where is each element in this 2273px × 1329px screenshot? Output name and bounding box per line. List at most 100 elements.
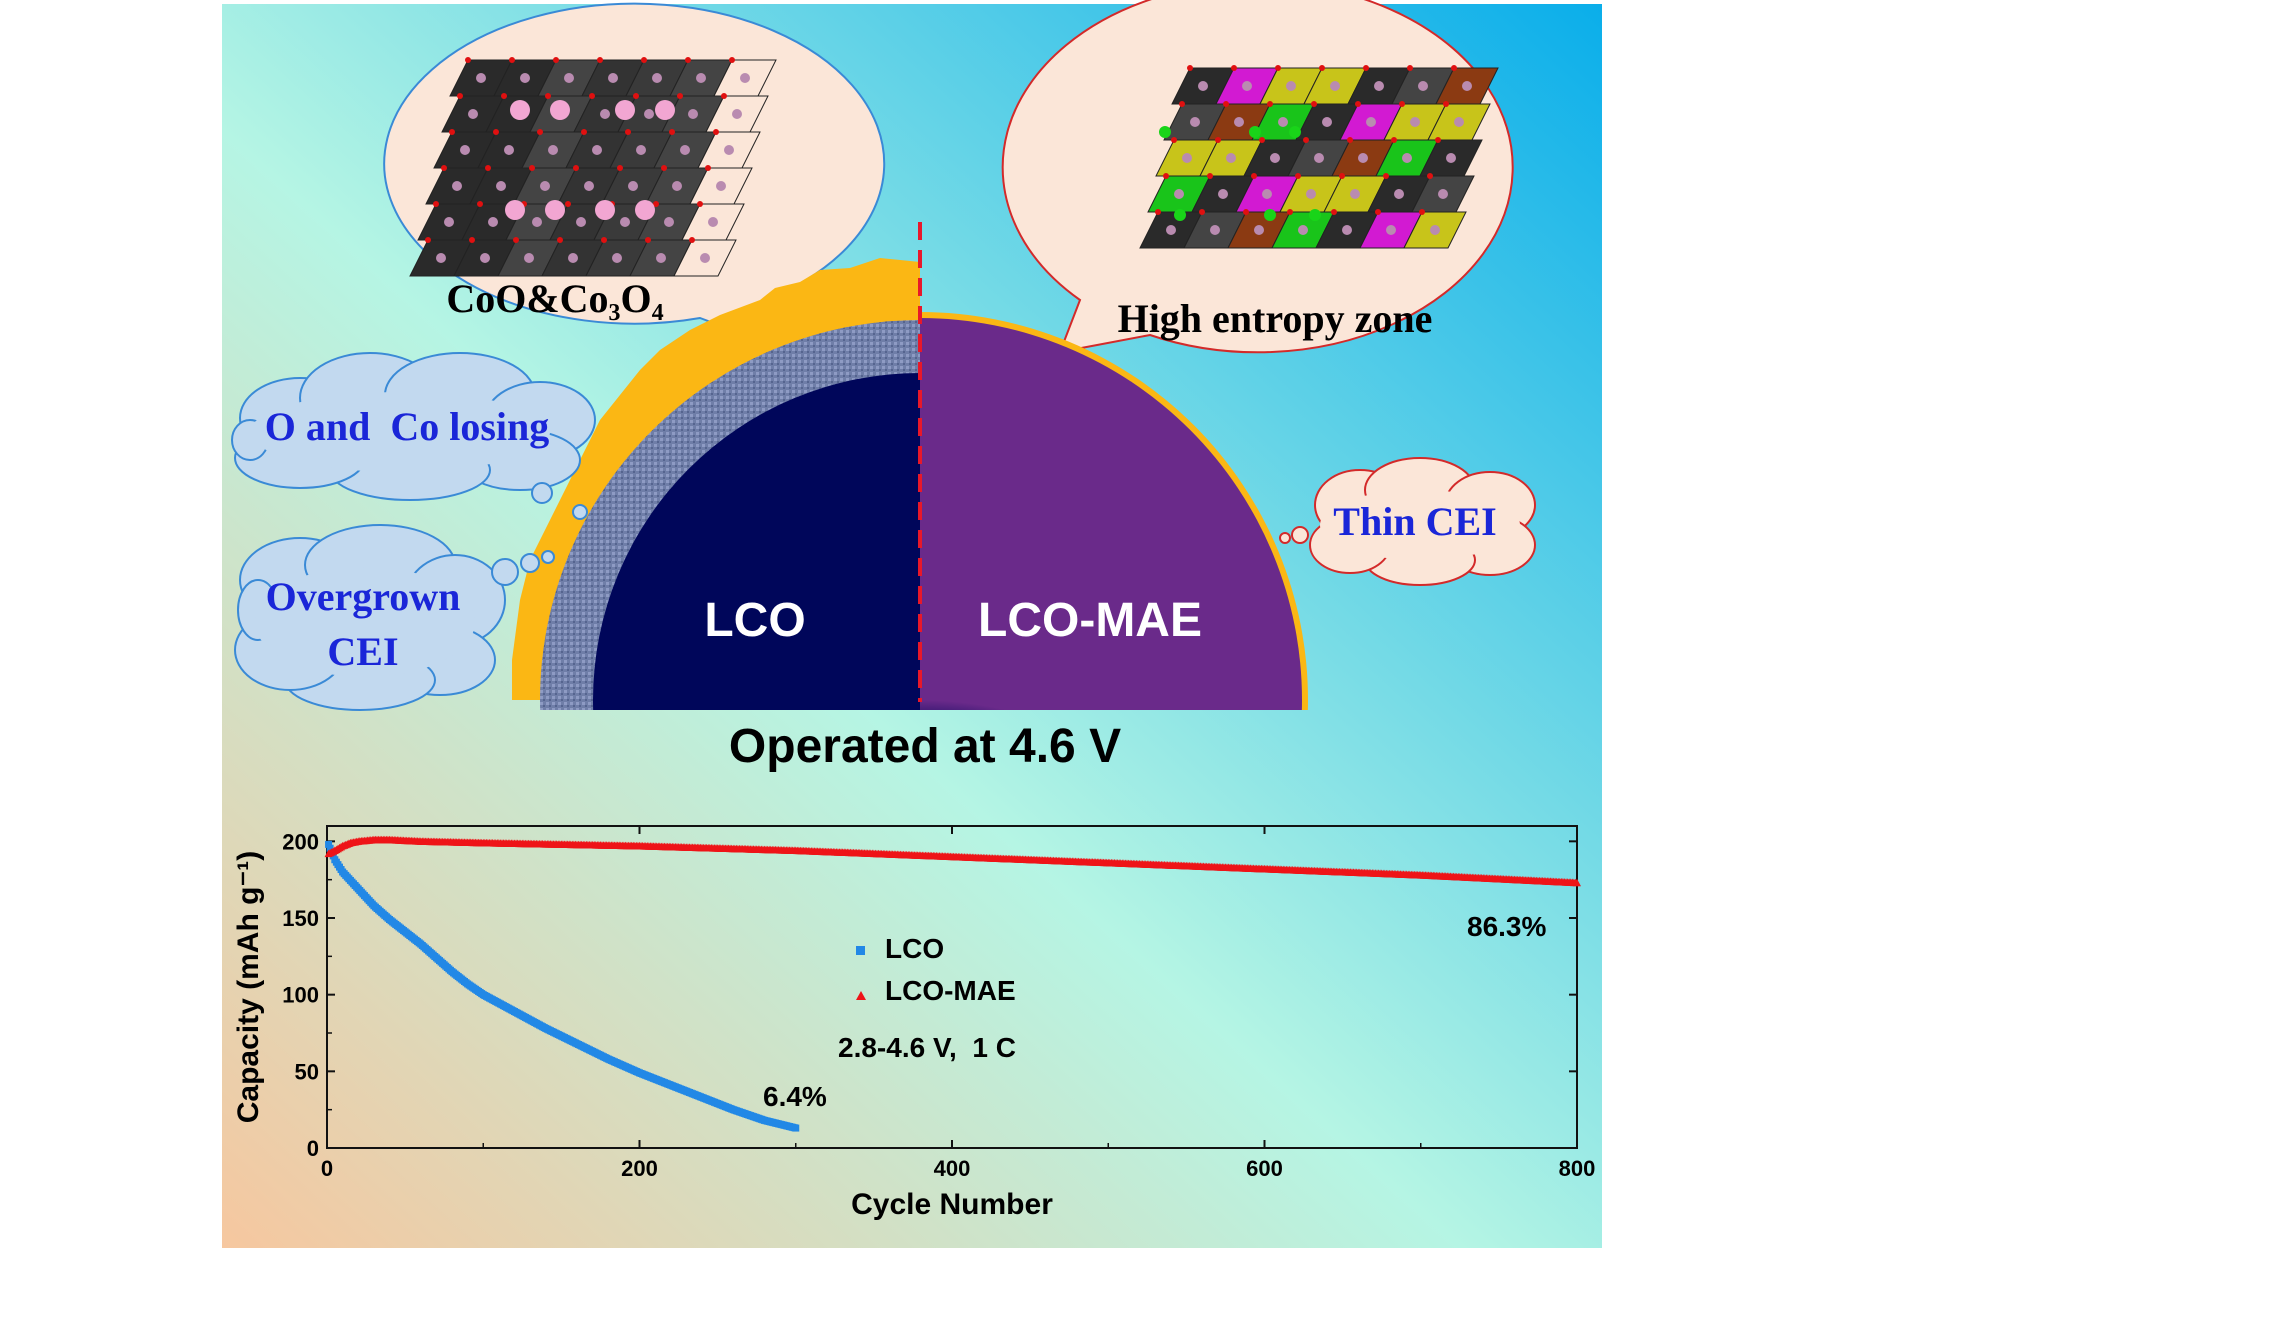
cation-site xyxy=(488,217,498,227)
cloud-overgrown-label-line1: Overgrown xyxy=(266,574,461,619)
oxygen-site xyxy=(1303,137,1309,143)
oxygen-site xyxy=(553,57,559,63)
cation-site xyxy=(688,109,698,119)
series-lco xyxy=(325,840,800,1132)
cation-site xyxy=(460,145,470,155)
oxygen-site xyxy=(1407,65,1413,71)
cation-site xyxy=(504,145,514,155)
cation-site xyxy=(436,253,446,263)
cation-site xyxy=(444,217,454,227)
oxygen-site xyxy=(441,165,447,171)
cation-site xyxy=(1226,153,1236,163)
interstitial-ion xyxy=(655,100,675,120)
oxygen-site xyxy=(457,93,463,99)
cation-site xyxy=(548,145,558,155)
cloud-thin-label: Thin CEI xyxy=(1333,499,1496,544)
cloud-thin: Thin CEI xyxy=(1279,457,1536,586)
data-point xyxy=(326,844,334,852)
cation-site xyxy=(1322,117,1332,127)
cation-site xyxy=(468,109,478,119)
chart-condition-label: 2.8-4.6 V, 1 C xyxy=(838,1032,1016,1063)
y-tick-label: 50 xyxy=(295,1059,319,1084)
oxygen-site xyxy=(1347,137,1353,143)
lco-core xyxy=(593,373,920,710)
oxygen-site xyxy=(1375,209,1381,215)
oxygen-site xyxy=(485,165,491,171)
cation-site xyxy=(664,217,674,227)
interstitial-ion xyxy=(550,100,570,120)
cation-site xyxy=(1342,225,1352,235)
oxygen-site xyxy=(1267,101,1273,107)
oxygen-site xyxy=(669,129,675,135)
oxygen-site xyxy=(1171,137,1177,143)
oxygen-site xyxy=(589,93,595,99)
oxygen-site xyxy=(1179,101,1185,107)
oxygen-site xyxy=(1339,173,1345,179)
core-left-label: LCO xyxy=(704,594,805,647)
cation-site xyxy=(1210,225,1220,235)
chart-xlabel: Cycle Number xyxy=(851,1188,1053,1221)
oxygen-site xyxy=(545,93,551,99)
lco-mae-core xyxy=(920,318,1302,710)
cation-site xyxy=(1386,225,1396,235)
oxygen-site xyxy=(1363,65,1369,71)
cation-site xyxy=(1314,153,1324,163)
cation-site xyxy=(524,253,534,263)
interstitial-ion xyxy=(1309,209,1321,221)
cation-site xyxy=(1298,225,1308,235)
cation-site xyxy=(452,181,462,191)
cation-site xyxy=(1402,153,1412,163)
cation-site xyxy=(592,145,602,155)
cloud-overgrown: Overgrown CEI xyxy=(234,524,555,711)
cation-site xyxy=(520,73,530,83)
oxygen-site xyxy=(633,93,639,99)
cation-site xyxy=(636,145,646,155)
interstitial-ion xyxy=(505,200,525,220)
cation-site xyxy=(680,145,690,155)
cation-site xyxy=(1306,189,1316,199)
oxygen-site xyxy=(1443,101,1449,107)
cation-site xyxy=(644,109,654,119)
oxygen-site xyxy=(1259,137,1265,143)
oxygen-site xyxy=(465,57,471,63)
cloud-losing: O and Co losing xyxy=(231,352,596,520)
cation-site xyxy=(1462,81,1472,91)
annotation-lco-mae-retention: 86.3% xyxy=(1467,911,1546,942)
cation-site xyxy=(672,181,682,191)
interstitial-ion xyxy=(1159,126,1171,138)
oxygen-site xyxy=(565,201,571,207)
cation-site xyxy=(1278,117,1288,127)
oxygen-site xyxy=(1215,137,1221,143)
bubble-left-label: CoO&Co₃O₄ xyxy=(446,276,663,321)
operated-label: Operated at 4.6 V xyxy=(729,720,1121,773)
cation-site xyxy=(1330,81,1340,91)
oxygen-site xyxy=(557,237,563,243)
bubble-left: CoO&Co₃O₄ xyxy=(383,2,886,346)
y-tick-label: 200 xyxy=(282,829,319,854)
cation-site xyxy=(724,145,734,155)
cation-site xyxy=(1174,189,1184,199)
cation-site xyxy=(1182,153,1192,163)
oxygen-site xyxy=(645,237,651,243)
oxygen-site xyxy=(1383,173,1389,179)
cation-site xyxy=(656,253,666,263)
legend-marker-lco xyxy=(856,946,865,955)
oxygen-site xyxy=(1231,65,1237,71)
oxygen-site xyxy=(1187,65,1193,71)
cation-site xyxy=(1410,117,1420,127)
y-tick-label: 0 xyxy=(307,1136,319,1161)
oxygen-site xyxy=(689,237,695,243)
oxygen-site xyxy=(1251,173,1257,179)
oxygen-site xyxy=(449,129,455,135)
cation-site xyxy=(564,73,574,83)
interstitial-ion xyxy=(510,100,530,120)
cation-site xyxy=(1438,189,1448,199)
oxygen-site xyxy=(685,57,691,63)
x-tick-label: 200 xyxy=(621,1156,658,1181)
interstitial-ion xyxy=(1174,209,1186,221)
oxygen-site xyxy=(1419,209,1425,215)
oxygen-site xyxy=(1275,65,1281,71)
cation-site xyxy=(584,181,594,191)
